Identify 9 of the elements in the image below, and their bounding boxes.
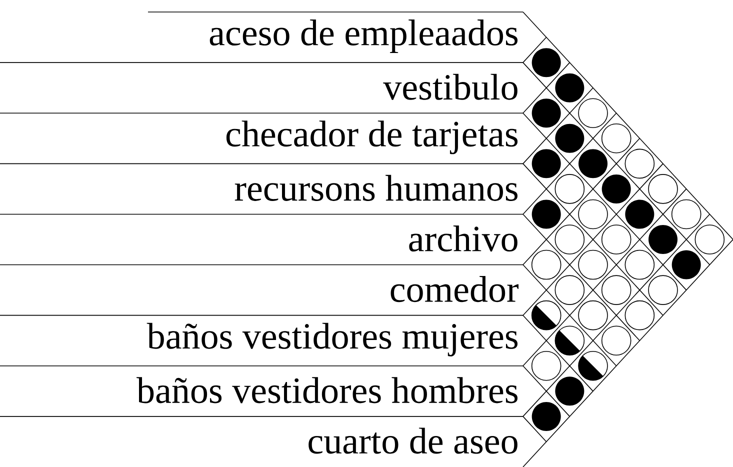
row-label: cuarto de aseo: [308, 428, 518, 454]
row-label: baños vestidores mujeres: [146, 322, 518, 356]
row-label: aceso de empleaados: [210, 20, 518, 54]
row-label: baños vestidores hombres: [136, 377, 518, 404]
row-label: vestibulo: [383, 74, 518, 100]
row-label: comedor: [390, 276, 518, 302]
row-label: recursons humanos: [234, 174, 518, 201]
row-label: archivo: [409, 225, 518, 252]
row-label: checador de tarjetas: [226, 120, 518, 154]
